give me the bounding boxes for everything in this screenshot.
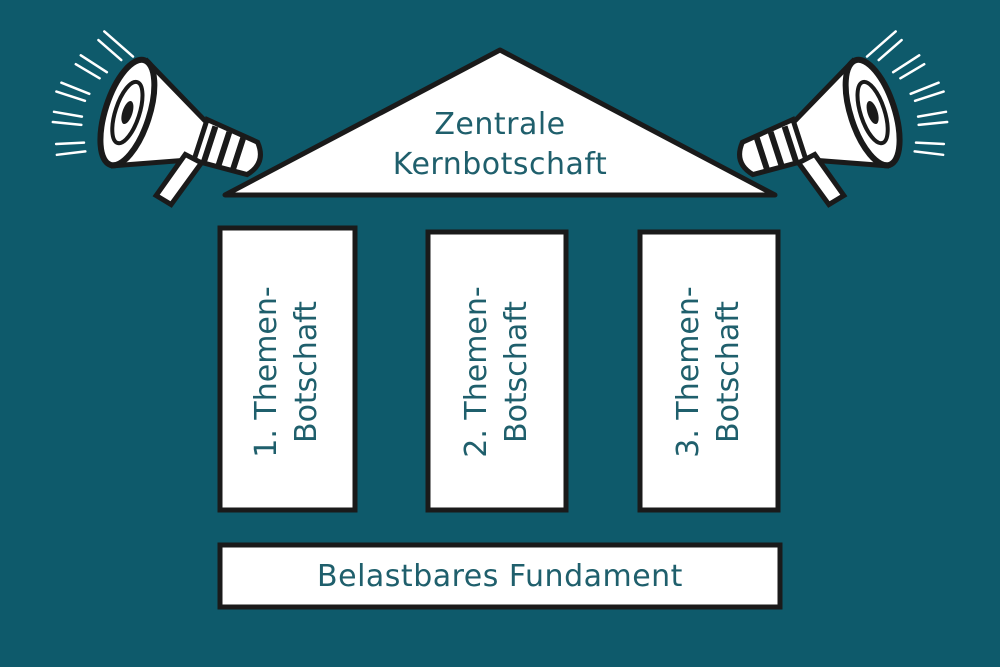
roof-triangle xyxy=(222,47,778,198)
pillar-3-label-line-2: Botschaft xyxy=(711,300,746,444)
pillar-1-label: 1. Themen- Botschaft xyxy=(247,222,327,522)
foundation-label: Belastbares Fundament xyxy=(317,558,683,594)
roof-label-line-1: Zentrale xyxy=(434,107,566,142)
pillar-1-label-line-2: Botschaft xyxy=(289,300,324,444)
pillar-3 xyxy=(637,229,781,513)
roof-label-line-2: Kernbotschaft xyxy=(392,147,608,182)
pillar-3-label-line-1: 3. Themen- xyxy=(671,286,706,458)
pillar-2-label-line-1: 2. Themen- xyxy=(459,286,494,458)
pillar-2-label: 2. Themen- Botschaft xyxy=(457,222,537,522)
pillar-2 xyxy=(425,229,569,513)
pillar-2-label-line-2: Botschaft xyxy=(499,300,534,444)
foundation-bar xyxy=(217,542,783,610)
pillar-1 xyxy=(217,225,358,513)
pillar-3-label: 3. Themen- Botschaft xyxy=(669,222,749,522)
pillar-1-label-line-1: 1. Themen- xyxy=(249,286,284,458)
